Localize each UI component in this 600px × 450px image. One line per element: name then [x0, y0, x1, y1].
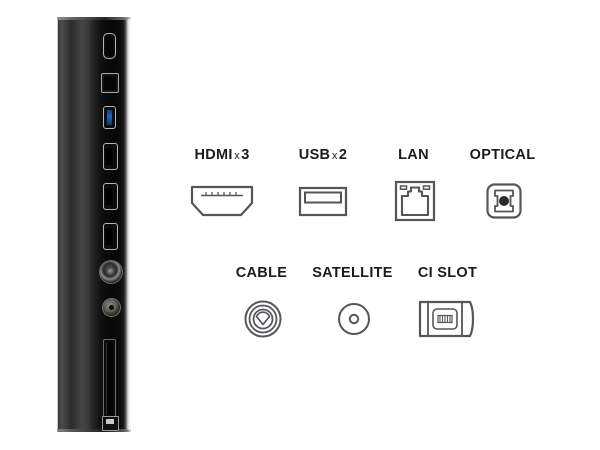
hdmi-port-1: [103, 143, 118, 170]
hdmi-port-3: [103, 223, 118, 250]
satellite-lnb-icon: [336, 296, 372, 342]
usb-c-port: [103, 33, 116, 59]
multiplier-symbol: [393, 268, 396, 280]
lan-port: [102, 416, 119, 431]
multiplier-symbol: [287, 268, 290, 280]
ci-card-slot: [103, 339, 116, 419]
coaxial-cable-icon: [243, 296, 283, 342]
tv-bezel-highlight: [126, 19, 130, 430]
optical-toslink-icon: [485, 178, 523, 224]
multiplier-symbol: [477, 268, 480, 280]
multiplier-symbol: x: [331, 150, 338, 162]
count-value: 3: [241, 147, 250, 163]
lan-rj45-icon: [393, 178, 437, 224]
hdmi-icon: [189, 178, 255, 224]
multiplier-symbol: [429, 150, 432, 162]
tv-top-edge: [57, 17, 131, 20]
usb-icon: [297, 178, 349, 224]
usb3-port: [103, 106, 116, 129]
legend-label-optical: OPTICAL: [470, 148, 539, 163]
count-value: 2: [338, 147, 348, 163]
tv-bottom-edge: [57, 429, 131, 432]
legend-item-ci-slot: CI SLOT: [402, 266, 496, 342]
cable-coax-port: [100, 261, 122, 283]
optical-port: [101, 73, 119, 93]
satellite-coax-port: [103, 299, 120, 316]
legend-label-ci-slot: CI SLOT: [418, 266, 480, 281]
legend-item-optical: OPTICAL: [458, 148, 550, 224]
legend-item-lan: LAN: [372, 148, 458, 224]
multiplier-symbol: x: [234, 150, 240, 162]
hdmi-port-2: [103, 183, 118, 210]
ci-card-slot-icon: [416, 296, 482, 342]
legend-label-cable: CABLE: [236, 266, 290, 281]
tv-port-column: [100, 21, 125, 431]
multiplier-symbol: [535, 150, 538, 162]
legend-item-satellite: SATELLITE: [306, 266, 402, 342]
legend-label-lan: LAN: [398, 148, 432, 163]
legend-label-satellite: SATELLITE: [312, 266, 396, 281]
tv-side-panel-photo: [57, 17, 131, 432]
legend-item-cable: CABLE: [220, 266, 306, 342]
legend-row-2: CABLE SATELLITE: [220, 266, 496, 342]
